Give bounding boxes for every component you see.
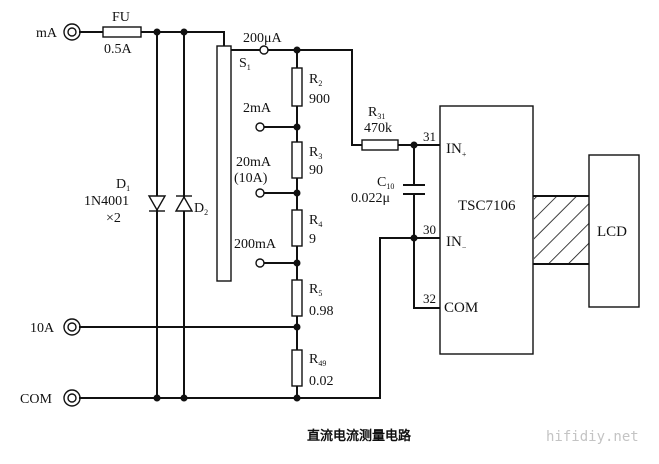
diode-d1-ref: D1 [116,177,130,193]
ic-name: TSC7106 [458,198,516,214]
lcd-display [588,154,640,308]
terminal-10a-label: 10A [30,321,55,336]
diagram-title: 直流电流测量电路 [307,428,412,444]
r2-value: 900 [309,92,330,107]
diode-quantity: ×2 [106,211,121,226]
lcd-label: LCD [597,224,627,240]
fuse-value: 0.5A [104,42,133,57]
range-2ma-label: 2mA [243,101,272,116]
range-20ma-alt-label: (10A) [234,171,268,186]
junction-dots [153,28,418,402]
range-switch-s1[interactable] [216,45,232,282]
switch-ref: S1 [239,56,251,72]
capacitor-c10 [403,184,425,195]
range-200ma-label: 200mA [234,237,277,252]
diode-d1 [147,195,167,212]
contact-200ma[interactable] [255,258,265,268]
terminal-ma-label: mA [36,26,58,41]
terminal-com-label: COM [20,392,52,407]
r3-ref: R3 [309,145,322,161]
terminal-ma[interactable] [63,23,81,41]
diode-d2 [174,195,194,212]
pin-30-number: 30 [423,222,436,237]
r5-ref: R5 [309,282,322,298]
range-20ma-label: 20mA [236,155,272,170]
pin-32-number: 32 [423,291,436,306]
r49-value: 0.02 [309,374,334,389]
resistor-r3 [291,141,303,179]
pin-31-label: IN+ [446,141,467,159]
contact-200ua[interactable] [259,45,269,55]
watermark: hifidiy.net [546,429,639,445]
r2-ref: R2 [309,72,322,88]
fuse-ref: FU [112,10,130,25]
wires [79,31,441,399]
r4-ref: R4 [309,213,322,229]
range-200ua-label: 200μA [243,31,283,46]
resistor-r49 [291,349,303,387]
r3-value: 90 [309,163,323,178]
ic-tsc7106 [439,105,534,355]
resistor-r31 [361,139,399,151]
r5-value: 0.98 [309,304,334,319]
c10-ref: C10 [377,175,394,191]
fuse [102,26,142,38]
resistor-r2 [291,67,303,107]
contact-2ma[interactable] [255,122,265,132]
resistor-r4 [291,209,303,247]
display-bus [533,195,590,265]
terminal-com[interactable] [63,389,81,407]
pin-30-label: IN− [446,234,467,252]
c10-value: 0.022μ [351,191,390,206]
r4-value: 9 [309,232,316,247]
r31-ref: R31 [368,105,385,121]
diode-d2-ref: D2 [194,201,208,217]
r31-value: 470k [364,121,392,136]
diode-part-number: 1N4001 [84,194,129,209]
pin-32-label: COM [444,300,478,316]
terminal-10a[interactable] [63,318,81,336]
contact-20ma[interactable] [255,188,265,198]
resistor-r5 [291,279,303,317]
pin-31-number: 31 [423,129,436,144]
r49-ref: R49 [309,352,326,368]
